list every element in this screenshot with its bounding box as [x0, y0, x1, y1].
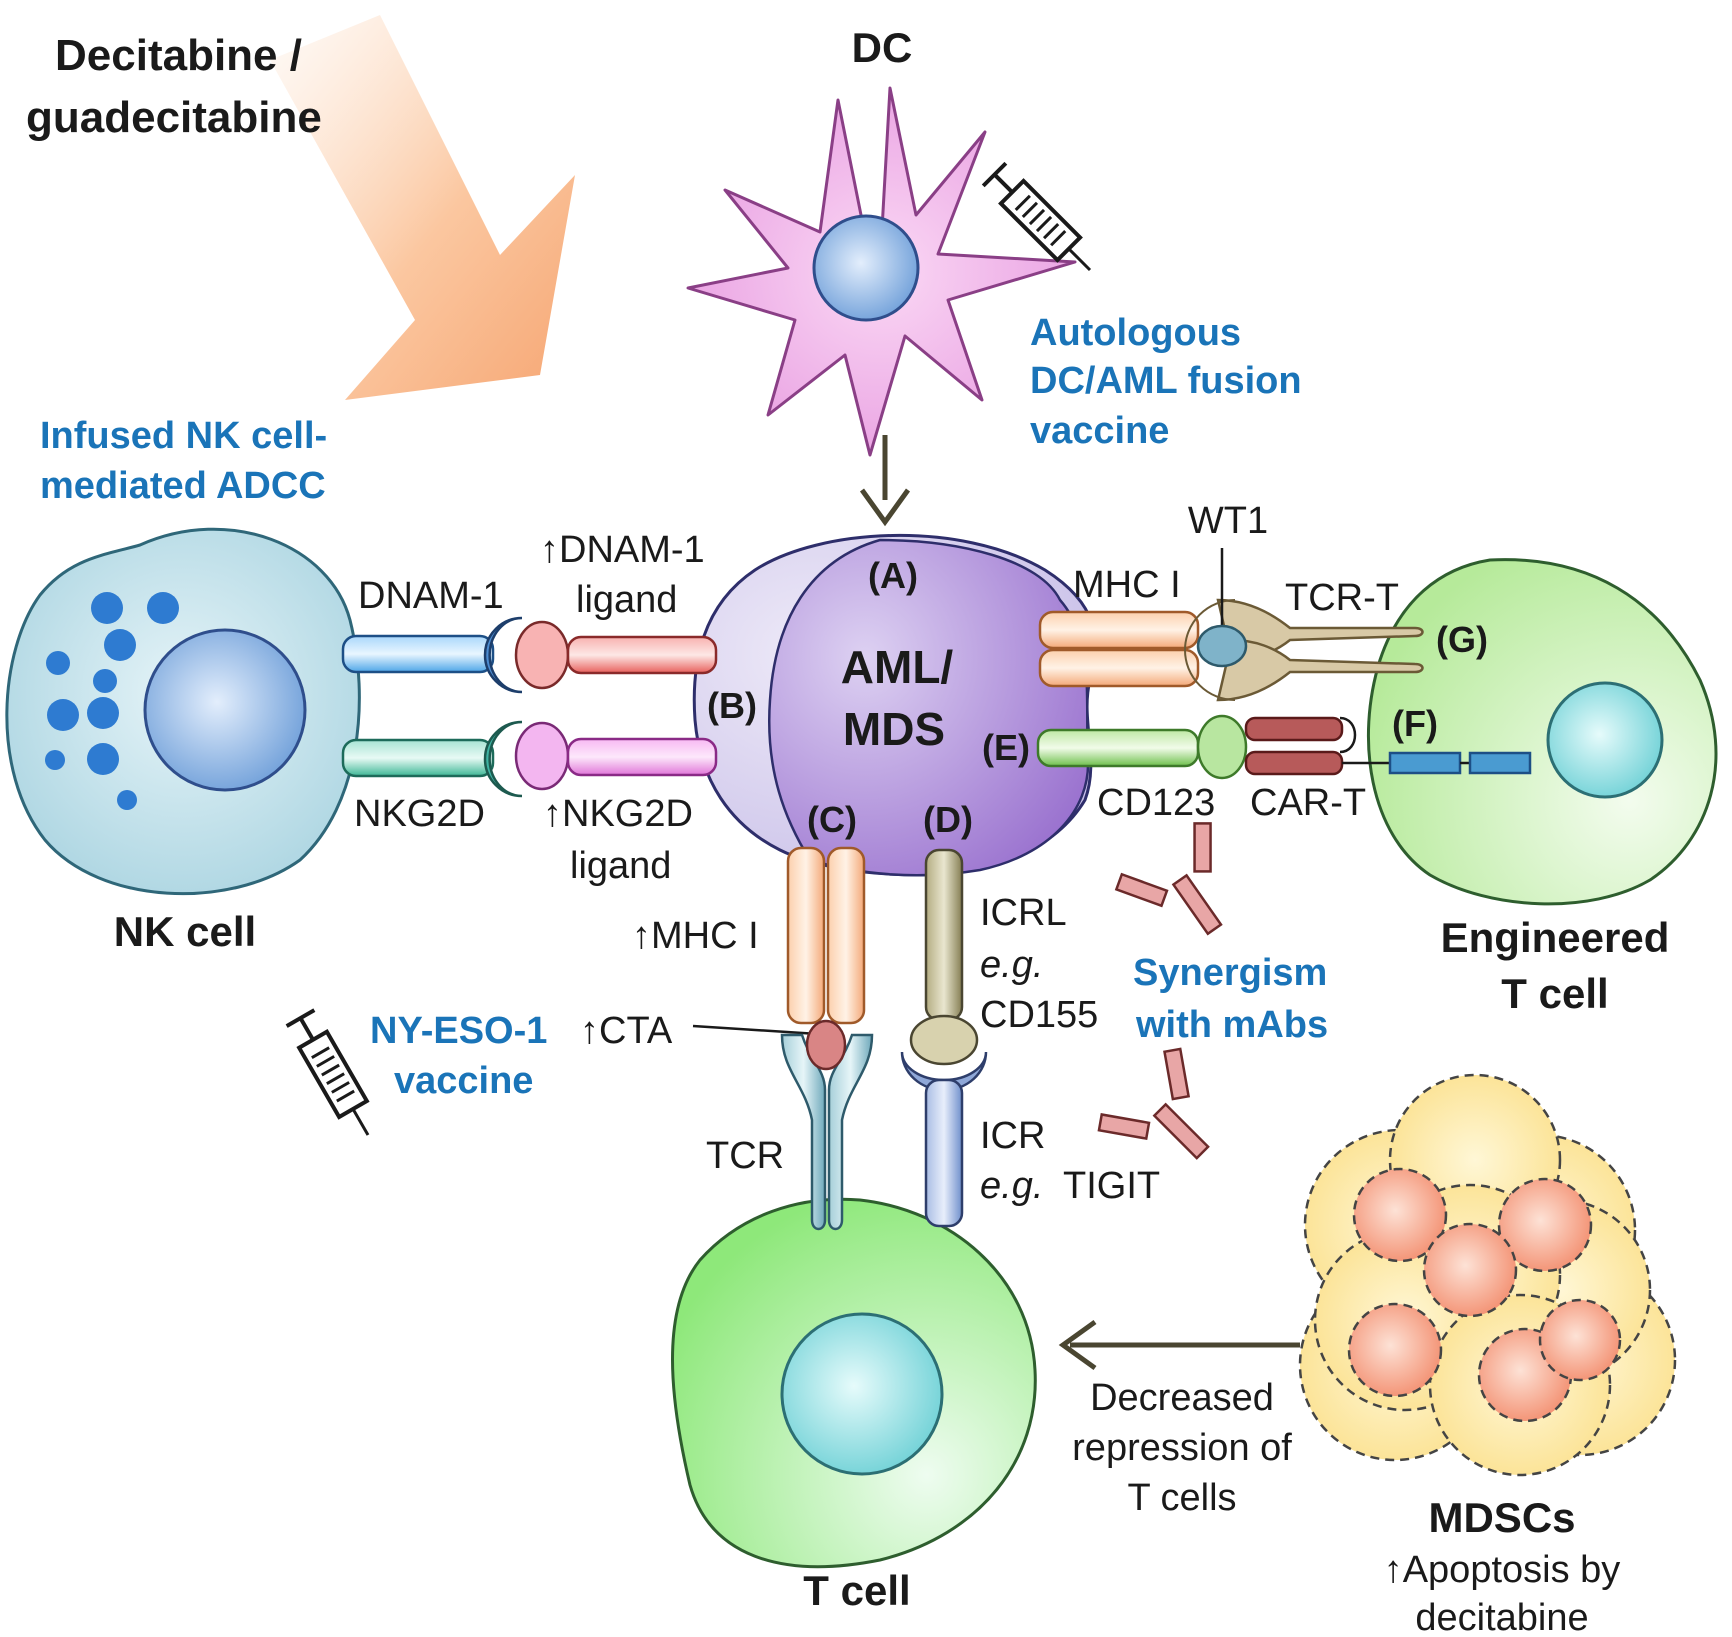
aml-inner-region — [768, 538, 1090, 877]
cta-label: ↑CTA — [580, 1010, 673, 1052]
syringe-icon-dc — [981, 161, 1092, 272]
icr-eg: e.g. — [980, 1165, 1043, 1207]
dnam1-label: DNAM-1 — [358, 575, 504, 617]
nk-cell — [5, 527, 361, 896]
dnam1-ligand — [514, 620, 718, 690]
antibody-icon-2 — [1097, 1047, 1210, 1160]
mabs-line2: with mAbs — [1135, 1004, 1328, 1046]
aml-label-line2: MDS — [843, 703, 945, 755]
tcr-t-label: TCR-T — [1285, 577, 1399, 619]
mhc1-right-label: MHC I — [1073, 564, 1181, 606]
nk-adcc-line1: Infused NK cell- — [40, 415, 327, 457]
t-cell — [671, 1197, 1037, 1569]
antibody-icon-1 — [1114, 822, 1223, 936]
dc-vaccine-line2: DC/AML fusion — [1030, 360, 1302, 402]
marker-e: (E) — [982, 727, 1030, 768]
dc-to-aml-arrow — [859, 435, 911, 527]
t-cell-nucleus — [780, 1312, 944, 1476]
mdsc-to-tcell-arrow — [1058, 1319, 1300, 1371]
dnam1-ligand-line2: ligand — [576, 579, 677, 621]
nk-granules — [45, 592, 179, 810]
decitabine-label-line1: Decitabine / — [55, 31, 302, 80]
icr-label: ICR — [980, 1115, 1045, 1157]
nkg2d-ligand-line2: ligand — [570, 845, 671, 887]
icr-example: TIGIT — [1063, 1165, 1160, 1207]
engineered-t-cell — [1366, 558, 1718, 906]
marker-d: (D) — [923, 799, 973, 840]
engineered-t-cell-body — [1366, 558, 1718, 906]
nk-adcc-line2: mediated ADCC — [40, 465, 326, 507]
mhc1-right — [1038, 610, 1200, 688]
dnam1-receptor — [341, 616, 523, 694]
marker-f: (F) — [1392, 703, 1438, 744]
t-cell-label: T cell — [803, 1567, 910, 1614]
mdsc-apoptosis-line1: ↑Apoptosis by — [1384, 1549, 1621, 1591]
engineered-label-line2: T cell — [1501, 970, 1608, 1017]
nkg2d-ligand-line1: ↑NKG2D — [543, 793, 693, 835]
cta-connector-line — [692, 1024, 819, 1036]
mabs-line1: Synergism — [1133, 952, 1327, 994]
mdsc-cluster — [1298, 1073, 1677, 1477]
dc-vaccine-line1: Autologous — [1030, 312, 1241, 354]
car-t-receptor — [1244, 716, 1532, 776]
mdsc-effect-line1: Decreased — [1090, 1377, 1274, 1419]
mdsc-label: MDSCs — [1428, 1494, 1575, 1541]
decitabine-label-line2: guadecitabine — [26, 93, 322, 142]
tcr-label: TCR — [706, 1135, 784, 1177]
car-t-label: CAR-T — [1250, 782, 1366, 824]
nkg2d-receptor — [341, 720, 523, 798]
icrl-ligand — [909, 848, 979, 1066]
dc-label: DC — [852, 24, 913, 71]
cta-antigen — [805, 1019, 847, 1071]
nyeso-line2: vaccine — [394, 1060, 533, 1102]
dendritic-cell — [686, 86, 1077, 457]
dc-vaccine-line3: vaccine — [1030, 410, 1169, 452]
mdsc-apoptosis-line2: decitabine — [1415, 1597, 1588, 1637]
cd123-receptor — [1036, 714, 1248, 780]
nyeso-line1: NY-ESO-1 — [370, 1010, 547, 1052]
dc-nucleus — [812, 214, 920, 322]
wt1-label: WT1 — [1188, 500, 1268, 542]
marker-g: (G) — [1436, 619, 1488, 660]
tcr-t-receptor — [1184, 598, 1424, 702]
mdsc-effect-line3: T cells — [1127, 1477, 1236, 1519]
dnam1-ligand-line1: ↑DNAM-1 — [540, 529, 705, 571]
cd123-label: CD123 — [1097, 782, 1215, 824]
icr-receptor — [900, 1051, 988, 1228]
mhc1-up-label: ↑MHC I — [632, 915, 759, 957]
marker-b: (B) — [707, 685, 757, 726]
aml-mds-cell — [692, 534, 1097, 877]
decitabine-arrow — [270, 15, 575, 400]
icrl-example: CD155 — [980, 994, 1098, 1036]
nk-nucleus — [143, 628, 307, 792]
nk-cell-label: NK cell — [114, 908, 256, 955]
wt1-antigen — [1196, 548, 1248, 668]
mhc1-bottom — [786, 846, 866, 1025]
icrl-eg: e.g. — [980, 944, 1043, 986]
mdsc-effect-line2: repression of — [1072, 1427, 1292, 1469]
syringe-icon-nyeso — [285, 1008, 370, 1136]
marker-c: (C) — [807, 799, 857, 840]
nkg2d-ligand — [514, 721, 718, 791]
aml-label-line1: AML/ — [841, 641, 954, 693]
icrl-label: ICRL — [980, 892, 1067, 934]
marker-a: (A) — [868, 555, 918, 596]
engineered-t-cell-nucleus — [1546, 681, 1664, 799]
engineered-label-line1: Engineered — [1441, 914, 1670, 961]
nkg2d-label: NKG2D — [354, 793, 485, 835]
